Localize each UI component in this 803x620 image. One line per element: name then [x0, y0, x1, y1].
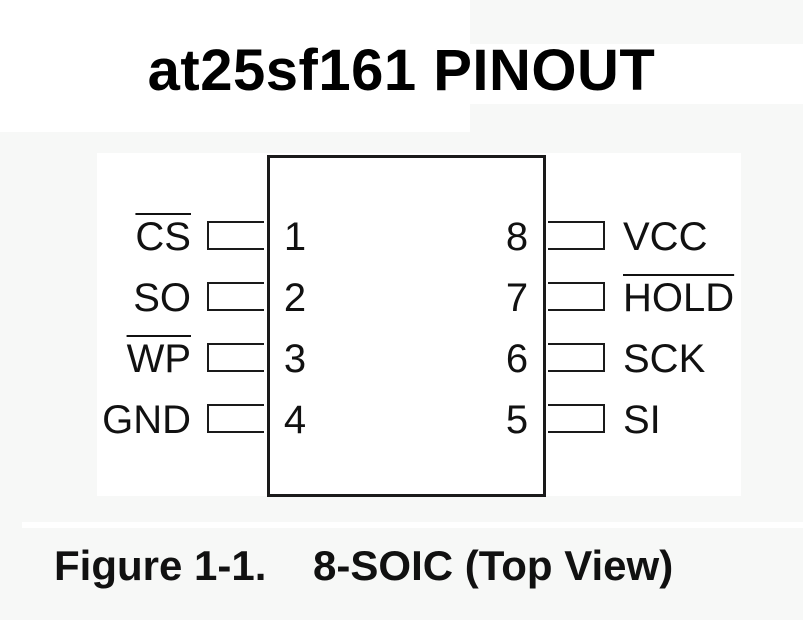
pin-label-so: SO — [133, 276, 191, 320]
pin-lead-3 — [207, 343, 264, 372]
pin-number-4: 4 — [283, 398, 307, 442]
pin-lead-2 — [207, 282, 264, 311]
figure-caption: Figure 1-1. 8-SOIC (Top View) — [54, 542, 674, 589]
chip-body — [267, 155, 546, 497]
pin-number-8: 8 — [505, 215, 529, 259]
pin-number-6: 6 — [505, 337, 529, 381]
pin-label-gnd: GND — [102, 398, 191, 442]
pin-number-1: 1 — [283, 215, 307, 259]
title-background — [0, 0, 470, 132]
page-title: at25sf161 PINOUT — [147, 38, 656, 103]
title-background-right — [470, 44, 803, 104]
pin-label-cs: CS — [135, 215, 191, 259]
pin-number-5: 5 — [505, 398, 529, 442]
pin-label-si: SI — [623, 398, 661, 442]
pin-label-hold: HOLD — [623, 276, 735, 320]
pin-number-3: 3 — [283, 337, 307, 381]
pin-lead-1 — [207, 221, 264, 250]
pin-lead-8 — [548, 221, 605, 250]
pin-label-sck: SCK — [623, 337, 706, 381]
pin-number-2: 2 — [283, 276, 307, 320]
pin-lead-7 — [548, 282, 605, 311]
pin-label-wp: WP — [126, 337, 191, 381]
pin-number-7: 7 — [505, 276, 529, 320]
pin-label-vcc: VCC — [623, 215, 708, 259]
pin-lead-5 — [548, 404, 605, 433]
pin-lead-4 — [207, 404, 264, 433]
caption-divider — [22, 522, 803, 528]
pin-lead-6 — [548, 343, 605, 372]
